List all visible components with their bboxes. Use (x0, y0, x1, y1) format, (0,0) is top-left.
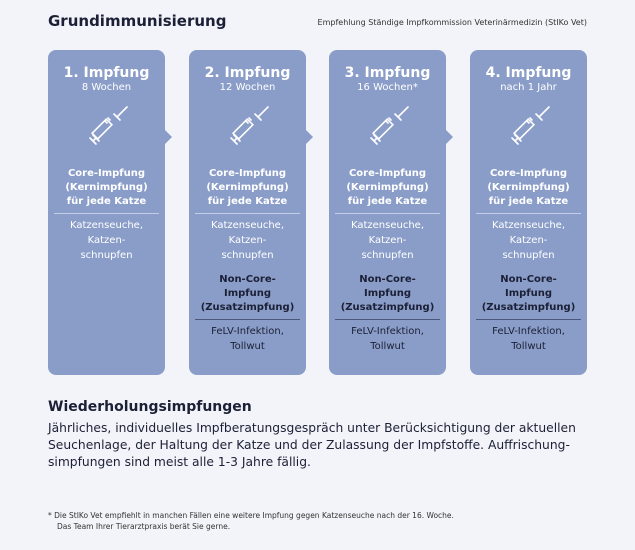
disease-line: schnupfen (361, 250, 414, 261)
noncore-label-line: (Zusatzimpfung) (340, 302, 435, 313)
disease-line: Katzenseuche, (350, 220, 425, 231)
footnote-line-2: Das Team Ihrer Tierarztpraxis berät Sie … (57, 522, 231, 531)
syringe-icon (85, 105, 129, 149)
noncore-label-line: (Zusatzimpfung) (481, 302, 576, 313)
card-age: nach 1 Jahr (500, 82, 557, 93)
page-title: Grundimmunisierung (48, 12, 227, 30)
disease-line: Tollwut (370, 341, 405, 352)
disease-line: FeLV-Infektion, (492, 326, 565, 337)
footnote-line-1: * Die StIKo Vet empfiehlt in manchen Fäl… (48, 511, 454, 520)
disease-line: Katzen- (368, 235, 407, 246)
disease-line: FeLV-Infektion, (211, 326, 284, 337)
core-label-line: Core-Impfung (67, 168, 146, 179)
divider (195, 213, 300, 214)
core-label: Core-Impfung (Kernimpfung) für jede Katze (470, 167, 587, 209)
core-label-line: für jede Katze (207, 196, 288, 207)
core-label-line: (Kernimpfung) (487, 182, 570, 193)
noncore-label: Non-Core- Impfung (Zusatzimpfung) (329, 273, 446, 315)
syringe-icon (507, 105, 551, 149)
disease-line: schnupfen (502, 250, 555, 261)
noncore-label-line: Impfung (223, 288, 272, 299)
core-diseases: Katzenseuche, Katzen-schnupfen (329, 218, 446, 263)
disease-line: Katzen- (228, 235, 267, 246)
divider (335, 319, 440, 320)
noncore-diseases: FeLV-Infektion, Tollwut (329, 324, 446, 354)
disease-line: schnupfen (80, 250, 133, 261)
core-diseases: Katzenseuche, Katzen-schnupfen (189, 218, 306, 263)
disease-line: schnupfen (221, 250, 274, 261)
core-label-line: (Kernimpfung) (206, 182, 289, 193)
disease-line: Katzenseuche, (210, 220, 285, 231)
card-title: 4. Impfung (485, 65, 572, 81)
core-label-line: Core-Impfung (208, 168, 287, 179)
divider (476, 213, 581, 214)
disease-line: Tollwut (511, 341, 546, 352)
card-title: 1. Impfung (63, 65, 150, 81)
disease-line: Katzenseuche, (491, 220, 566, 231)
repeat-text: Jährliches, individuelles Impfberatungsg… (48, 421, 576, 469)
disease-line: Tollwut (230, 341, 265, 352)
repeat-title: Wiederholungsimpfungen (48, 399, 252, 415)
core-label-line: Core-Impfung (489, 168, 568, 179)
source-note: Empfehlung Ständige Impfkommission Veter… (317, 18, 587, 27)
core-label: Core-Impfung (Kernimpfung) für jede Katze (189, 167, 306, 209)
arrow-connector (446, 130, 453, 144)
disease-line: Katzen- (87, 235, 126, 246)
disease-line: Katzenseuche, (69, 220, 144, 231)
divider (476, 319, 581, 320)
card-age: 12 Wochen (219, 82, 276, 93)
core-label-line: Core-Impfung (348, 168, 427, 179)
noncore-label: Non-Core- Impfung (Zusatzimpfung) (189, 273, 306, 315)
disease-line: FeLV-Infektion, (351, 326, 424, 337)
core-label: Core-Impfung (Kernimpfung) für jede Katze (329, 167, 446, 209)
core-label-line: für jede Katze (488, 196, 569, 207)
core-label-line: für jede Katze (66, 196, 147, 207)
footnote: * Die StIKo Vet empfiehlt in manchen Fäl… (48, 510, 454, 532)
divider (54, 213, 159, 214)
disease-line: Katzen- (509, 235, 548, 246)
core-label-line: (Kernimpfung) (65, 182, 148, 193)
arrow-connector (165, 130, 172, 144)
card-age: 8 Wochen (81, 82, 132, 93)
divider (335, 213, 440, 214)
noncore-label-line: (Zusatzimpfung) (200, 302, 295, 313)
core-label-line: für jede Katze (347, 196, 428, 207)
noncore-label: Non-Core- Impfung (Zusatzimpfung) (470, 273, 587, 315)
noncore-label-line: Non-Core- (359, 274, 416, 285)
core-label-line: (Kernimpfung) (346, 182, 429, 193)
card-title: 2. Impfung (204, 65, 291, 81)
divider (195, 319, 300, 320)
noncore-label-line: Impfung (504, 288, 553, 299)
card-age: 16 Wochen* (357, 82, 418, 93)
syringe-icon (366, 105, 410, 149)
arrow-connector (306, 130, 313, 144)
noncore-label-line: Non-Core- (500, 274, 557, 285)
noncore-diseases: FeLV-Infektion, Tollwut (189, 324, 306, 354)
syringe-icon (226, 105, 270, 149)
noncore-diseases: FeLV-Infektion, Tollwut (470, 324, 587, 354)
core-diseases: Katzenseuche, Katzen-schnupfen (48, 218, 165, 263)
card-title: 3. Impfung (344, 65, 431, 81)
core-diseases: Katzenseuche, Katzen-schnupfen (470, 218, 587, 263)
noncore-label-line: Impfung (363, 288, 412, 299)
noncore-label-line: Non-Core- (219, 274, 276, 285)
core-label: Core-Impfung (Kernimpfung) für jede Katze (48, 167, 165, 209)
